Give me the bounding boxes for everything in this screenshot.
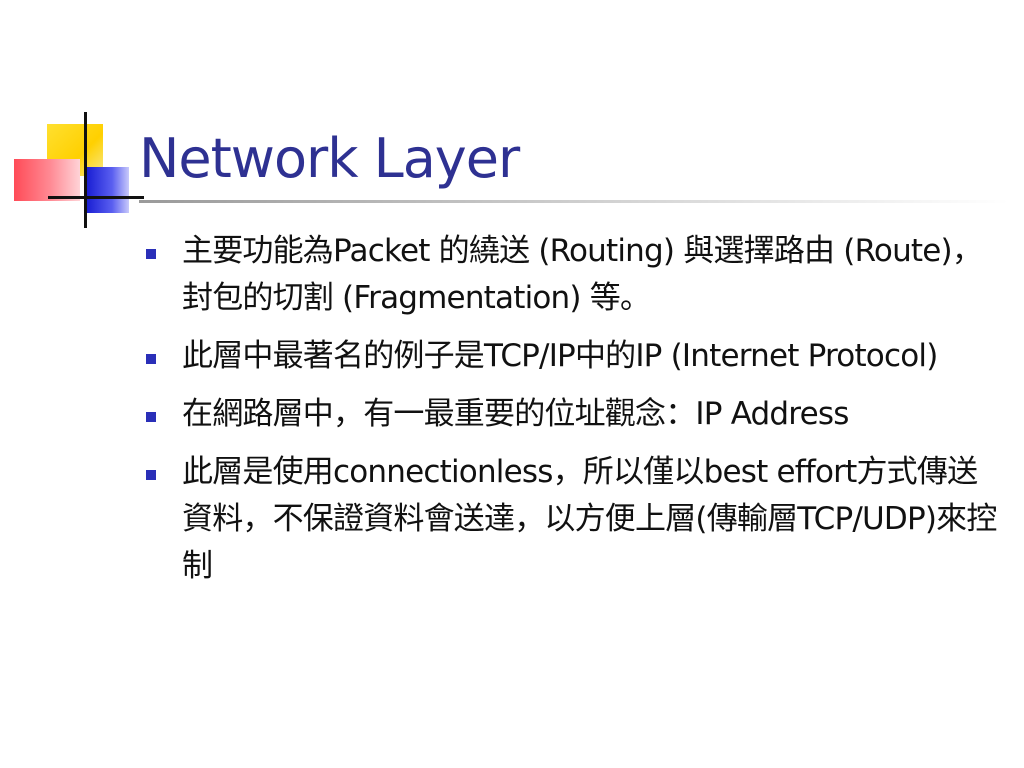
bullet-square-icon xyxy=(146,470,156,480)
bullet-text: 此層是使用connectionless，所以僅以best effort方式傳送資… xyxy=(182,454,997,584)
bullet-item: 此層中最著名的例子是TCP/IP中的IP (Internet Protocol) xyxy=(140,333,1000,380)
bullet-item: 在網路層中，有一最重要的位址觀念：IP Address xyxy=(140,391,1000,438)
bullet-text: 此層中最著名的例子是TCP/IP中的IP (Internet Protocol) xyxy=(182,338,938,374)
ornament-blue-square xyxy=(87,167,129,213)
title-underline xyxy=(139,200,1009,203)
title-ornament xyxy=(0,0,150,240)
slide-title: Network Layer xyxy=(139,127,520,190)
bullet-square-icon xyxy=(146,249,156,259)
bullet-text: 在網路層中，有一最重要的位址觀念：IP Address xyxy=(182,396,849,432)
ornament-horizontal-line xyxy=(48,196,144,199)
ornament-red-bar xyxy=(14,159,80,201)
bullet-text: 主要功能為Packet 的繞送 (Routing) 與選擇路由 (Route)，… xyxy=(182,233,983,316)
bullet-square-icon xyxy=(146,354,156,364)
bullet-square-icon xyxy=(146,412,156,422)
ornament-vertical-line xyxy=(84,112,87,228)
bullet-list: 主要功能為Packet 的繞送 (Routing) 與選擇路由 (Route)，… xyxy=(140,228,1000,601)
bullet-item: 此層是使用connectionless，所以僅以best effort方式傳送資… xyxy=(140,449,1000,590)
bullet-item: 主要功能為Packet 的繞送 (Routing) 與選擇路由 (Route)，… xyxy=(140,228,1000,322)
